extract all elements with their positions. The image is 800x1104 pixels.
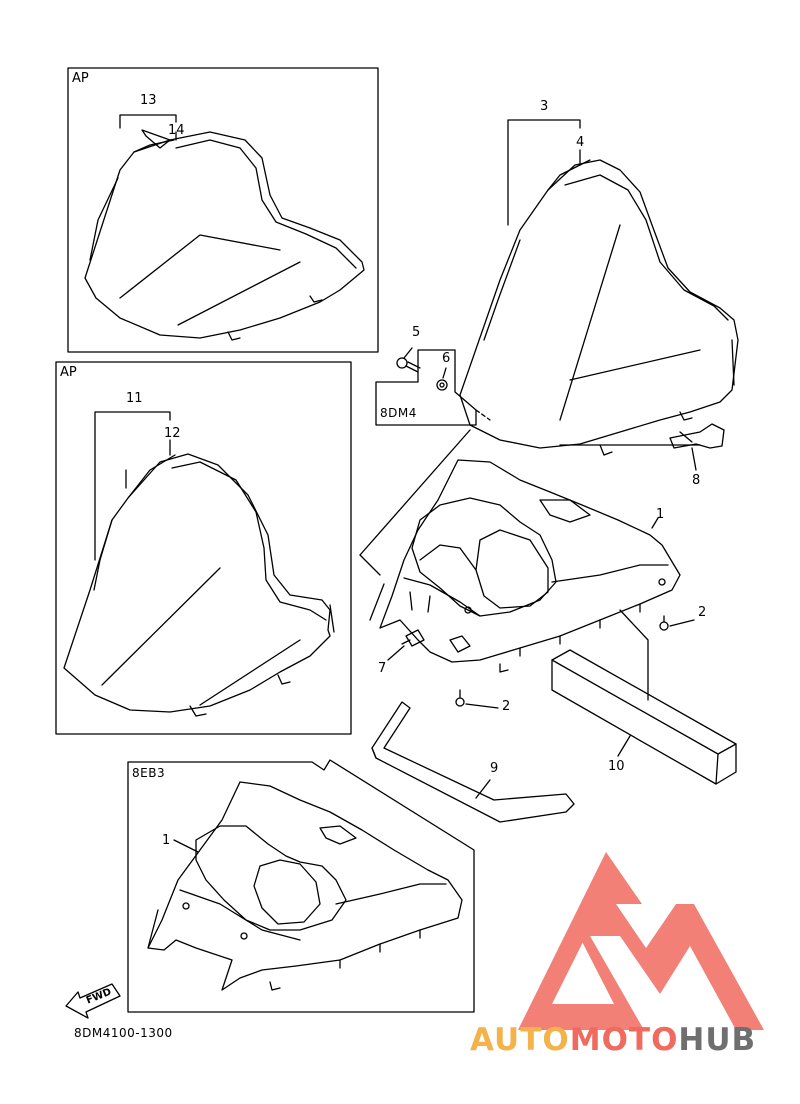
- part-code: 8DM4100-1300: [74, 1026, 173, 1040]
- leader-3: [507, 119, 581, 226]
- callout-8: 8: [692, 473, 701, 488]
- clip-8: [669, 423, 725, 449]
- foam-block-10: [551, 649, 737, 785]
- assembly-line-3: [619, 609, 649, 701]
- watermark-auto: AUTO: [470, 1022, 570, 1058]
- foam-strip-9: [371, 701, 575, 823]
- leader-8: [691, 447, 697, 471]
- callout-6: 6: [442, 351, 451, 366]
- windshield-13: [84, 129, 365, 341]
- assembly-line-2: [359, 554, 381, 576]
- assembly-line-1: [359, 429, 471, 556]
- callout-12: 12: [164, 426, 181, 441]
- frame-label-8eb3: 8EB3: [132, 766, 166, 780]
- screw-5: [396, 357, 421, 373]
- frame-ap-top: [67, 67, 379, 353]
- callout-10: 10: [608, 759, 625, 774]
- leader-2a: [669, 619, 695, 627]
- callout-1b: 1: [162, 833, 171, 848]
- windshield-11: [63, 453, 335, 717]
- callout-13: 13: [140, 93, 157, 108]
- frame-label-ap-mid: AP: [60, 365, 77, 380]
- callout-5: 5: [412, 325, 421, 340]
- frame-label-8dm4: 8DM4: [380, 406, 417, 420]
- leader-11: [94, 411, 171, 561]
- leader-1a: [651, 517, 659, 529]
- cowling-1: [369, 459, 681, 673]
- fwd-arrow-icon: [65, 983, 121, 1019]
- cowling-1-8eb3: [147, 781, 463, 991]
- callout-2b: 2: [502, 699, 511, 714]
- leader-7: [387, 645, 405, 661]
- leader-5: [403, 347, 413, 359]
- leader-2b: [465, 703, 499, 709]
- frame-label-ap-top: AP: [72, 71, 89, 86]
- leader-9: [475, 779, 491, 799]
- watermark-moto: MOTO: [569, 1022, 679, 1058]
- bolt-2a: [659, 615, 669, 631]
- screw-7: [401, 629, 425, 647]
- callout-14: 14: [168, 123, 185, 138]
- callout-3: 3: [540, 99, 549, 114]
- frame-8eb3: [127, 759, 475, 1013]
- automotohub-logo-icon: [518, 852, 764, 1030]
- leader-13: [119, 114, 177, 129]
- callout-1a: 1: [656, 507, 665, 522]
- frame-ap-mid: [55, 361, 352, 735]
- bolt-2b: [455, 689, 465, 707]
- dashed-link: [475, 409, 491, 421]
- watermark-text: AUTOMOTOHUB: [470, 1020, 756, 1060]
- windshield-3: [459, 159, 739, 456]
- callout-4: 4: [576, 135, 585, 150]
- leader-1b: [173, 839, 199, 853]
- callout-7: 7: [378, 661, 387, 676]
- watermark-hub: HUB: [678, 1022, 757, 1058]
- nut-6: [436, 379, 448, 391]
- callout-2a: 2: [698, 605, 707, 620]
- leader-6: [442, 367, 447, 379]
- leader-10: [617, 735, 631, 757]
- callout-9: 9: [490, 761, 499, 776]
- callout-11: 11: [126, 391, 143, 406]
